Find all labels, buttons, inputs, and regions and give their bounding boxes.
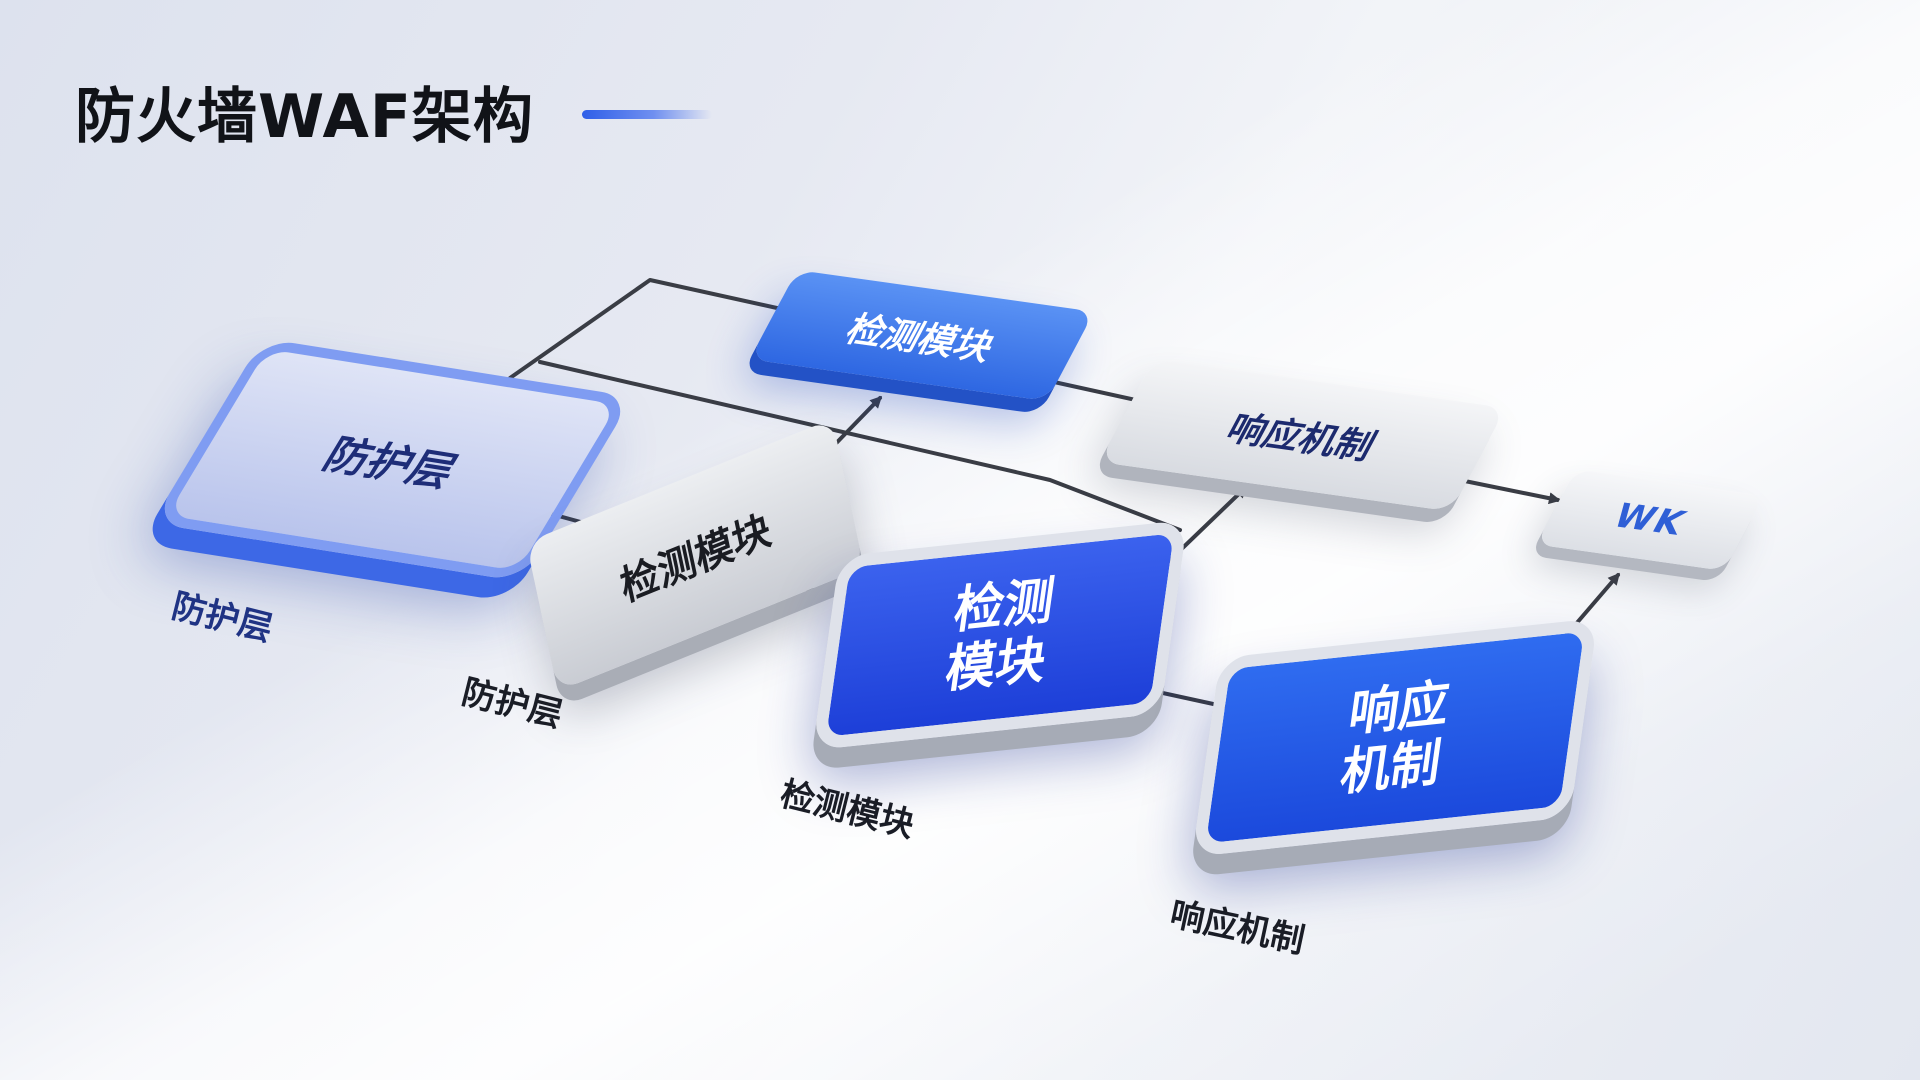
page-title: 防火墙WAF架构 — [75, 82, 534, 152]
node-detection-module-gray-label: 检测模块 — [616, 506, 775, 612]
connector-shield-to-detect-blue — [538, 360, 1182, 532]
node-detection-module-top-label: 检测模块 — [838, 309, 1002, 369]
connector-detect-top-to-response-top — [1043, 378, 1148, 406]
node-response-mechanism-blue-line2: 机制 — [1336, 732, 1445, 802]
title-accent-bar — [582, 110, 712, 119]
node-detection-module-blue-line2: 模块 — [941, 629, 1050, 700]
node-wk-label: WK — [1606, 496, 1694, 544]
connector-response-top-to-wk — [1448, 476, 1561, 505]
connector-shield-to-detect-top — [508, 278, 798, 380]
node-detection-module-blue[interactable]: 检测 模块 — [812, 519, 1188, 751]
node-response-mechanism-top-label: 响应机制 — [1219, 409, 1383, 468]
node-response-mechanism-blue-line1: 响应 — [1345, 673, 1454, 743]
node-protection-layer-label: 防护层 — [314, 430, 467, 496]
